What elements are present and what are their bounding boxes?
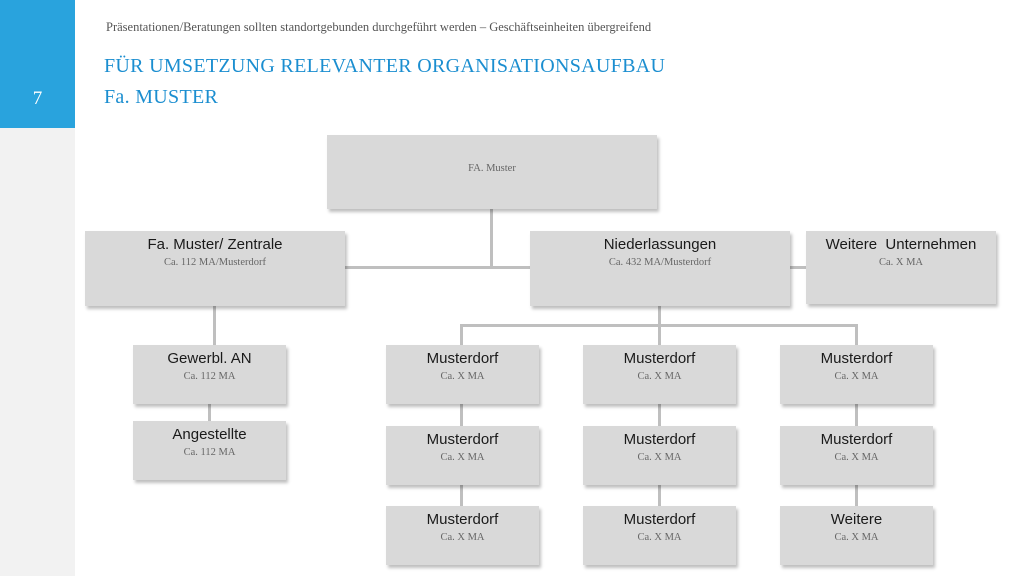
- org-node-title: Musterdorf: [426, 350, 499, 367]
- connector-branch-col2-top: [658, 324, 661, 346]
- org-node-title: Musterdorf: [623, 511, 696, 528]
- connector-branch-col1-low: [460, 485, 463, 507]
- slide-subtitle: Präsentationen/Beratungen sollten stando…: [106, 20, 652, 34]
- org-node-branch: Musterdorf Ca. X MA: [780, 345, 933, 404]
- org-node-subtitle: Ca. X MA: [637, 371, 682, 382]
- org-node-title: Musterdorf: [820, 431, 893, 448]
- slide-title: FÜR UMSETZUNG RELEVANTER ORGANISATIONSAU…: [104, 55, 666, 77]
- org-node-subtitle: Ca. X MA: [637, 532, 682, 543]
- org-node-subtitle: Ca. 112 MA: [183, 371, 236, 382]
- org-node-angestellte: Angestellte Ca. 112 MA: [133, 421, 286, 480]
- org-node-title: Weitere: [830, 511, 883, 528]
- org-node-niederlassungen: Niederlassungen Ca. 432 MA/Musterdorf: [530, 231, 790, 306]
- connector-zentrale-down: [213, 306, 216, 346]
- org-node-subtitle: Ca. X MA: [834, 371, 879, 382]
- org-node-subtitle: Ca. X MA: [440, 371, 485, 382]
- org-node-root: FA. Muster: [327, 135, 657, 209]
- connector-niederlassungen-down: [658, 306, 661, 326]
- org-node-title: Weitere Unternehmen: [825, 236, 977, 253]
- connector-branch-col2-mid: [658, 404, 661, 427]
- org-node-branch: Musterdorf Ca. X MA: [386, 426, 539, 485]
- org-node-subtitle: Ca. X MA: [878, 257, 924, 268]
- org-node-branch: Musterdorf Ca. X MA: [386, 345, 539, 404]
- org-node-branch: Musterdorf Ca. X MA: [386, 506, 539, 565]
- connector-branch-col3-mid: [855, 404, 858, 427]
- org-node-title: Musterdorf: [426, 511, 499, 528]
- org-node-subtitle: Ca. X MA: [440, 452, 485, 463]
- connector-gewerbl-angestellte: [208, 404, 211, 422]
- org-node-gewerbl: Gewerbl. AN Ca. 112 MA: [133, 345, 286, 404]
- connector-root-down: [490, 209, 493, 268]
- org-node-branch: Musterdorf Ca. X MA: [583, 426, 736, 485]
- org-node-title: Musterdorf: [426, 431, 499, 448]
- org-node-branch-weitere: Weitere Ca. X MA: [780, 506, 933, 565]
- org-node-title: Angestellte: [172, 426, 247, 443]
- org-node-title: Gewerbl. AN: [167, 350, 252, 367]
- org-node-subtitle: Ca. X MA: [834, 452, 879, 463]
- org-node-title: Fa. Muster/ Zentrale: [147, 236, 283, 253]
- slide-number: 7: [32, 88, 43, 109]
- org-node-branch: Musterdorf Ca. X MA: [780, 426, 933, 485]
- slide-number-tab: [0, 0, 75, 128]
- org-node-weitere-unternehmen: Weitere Unternehmen Ca. X MA: [806, 231, 996, 304]
- org-node-subtitle: Ca. 112 MA: [183, 447, 236, 458]
- connector-branch-col3-low: [855, 485, 858, 507]
- org-node-title: Musterdorf: [623, 350, 696, 367]
- connector-branch-col3-top: [855, 324, 858, 346]
- org-node-subtitle: Ca. X MA: [440, 532, 485, 543]
- org-node-title: Musterdorf: [820, 350, 893, 367]
- org-node-branch: Musterdorf Ca. X MA: [583, 345, 736, 404]
- org-node-subtitle: Ca. 112 MA/Musterdorf: [164, 257, 266, 268]
- org-node-root-label: FA. Muster: [468, 163, 516, 174]
- org-node-subtitle: Ca. X MA: [637, 452, 682, 463]
- connector-branch-col1-top: [460, 324, 463, 346]
- org-node-subtitle: Ca. X MA: [834, 532, 879, 543]
- org-node-title: Niederlassungen: [603, 236, 717, 253]
- org-node-zentrale: Fa. Muster/ Zentrale Ca. 112 MA/Musterdo…: [85, 231, 345, 306]
- connector-branch-col2-low: [658, 485, 661, 507]
- org-node-subtitle: Ca. 432 MA/Musterdorf: [608, 257, 712, 268]
- org-node-branch: Musterdorf Ca. X MA: [583, 506, 736, 565]
- org-node-title: Musterdorf: [623, 431, 696, 448]
- slide-title-company: Fa. MUSTER: [104, 86, 219, 108]
- connector-branch-col1-mid: [460, 404, 463, 427]
